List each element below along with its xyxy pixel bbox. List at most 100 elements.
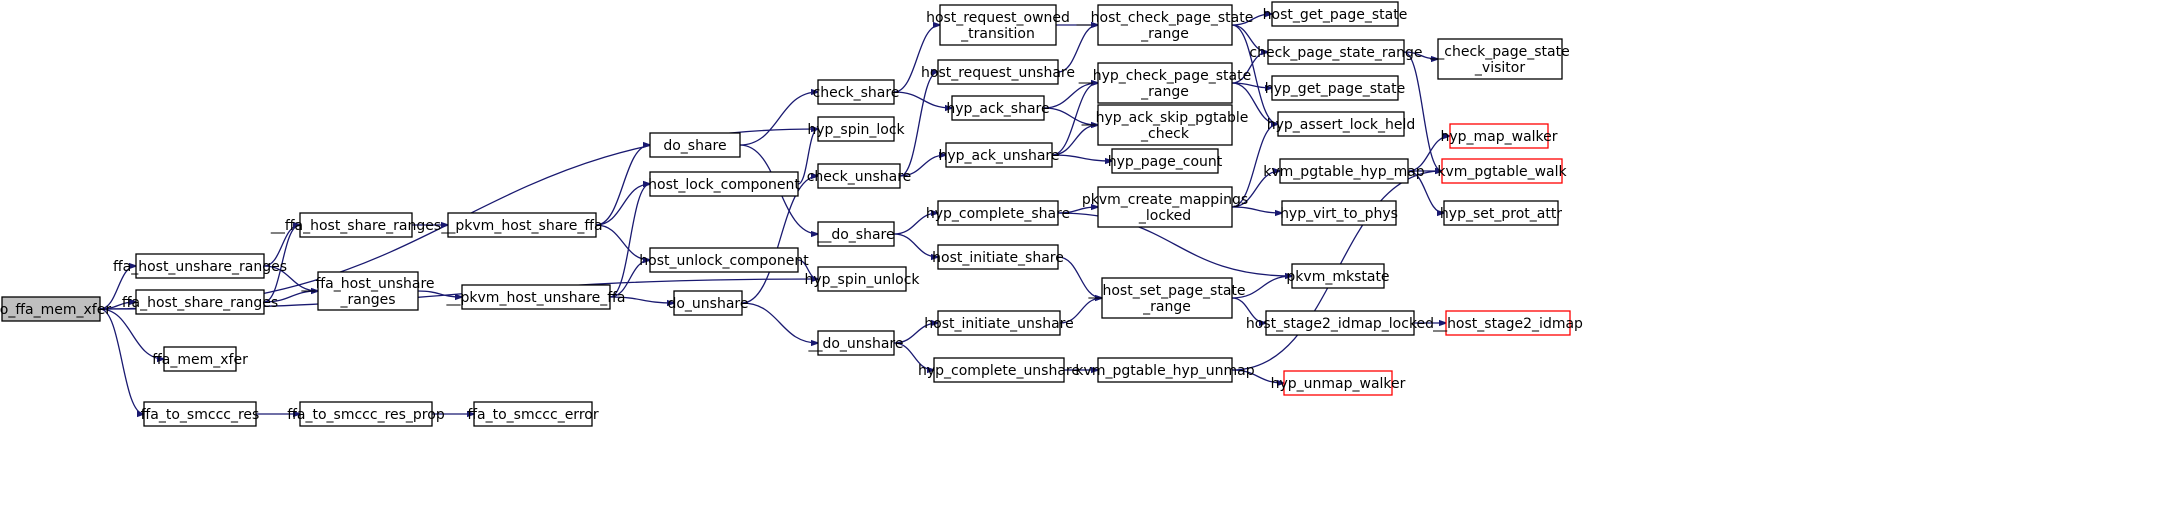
node-pkvm-host-unshare-ffa[interactable]: __pkvm_host_unshare_ffa — [446, 284, 626, 310]
edge-kvm-pgtable-hyp-map-to-hyp-map-walker — [1407, 136, 1450, 172]
node-hyp-virt-to-phys[interactable]: hyp_virt_to_phys — [1280, 200, 1398, 226]
node-do-unshare[interactable]: __do_unshare — [807, 330, 904, 356]
edge-kvm-pgtable-hyp-unmap-to-hyp-unmap-walker — [1231, 369, 1284, 383]
node-hyp-ack-share[interactable]: hyp_ack_share — [946, 95, 1050, 121]
node-ffa-mem-xfer[interactable]: ffa_mem_xfer — [152, 346, 248, 372]
node-host-request-owned-transition[interactable]: host_request_owned_transition — [926, 4, 1070, 46]
node-box — [817, 266, 907, 292]
edge-check-unshare-to-host-request-unshare — [899, 72, 938, 177]
node-box — [299, 401, 433, 427]
node-check-share[interactable]: check_share — [813, 79, 900, 105]
edge-host-set-page-state-range-to-host-stage2-idmap-locked — [1231, 297, 1266, 323]
node-kvm-pgtable-hyp-unmap[interactable]: kvm_pgtable_hyp_unmap — [1075, 357, 1255, 383]
node-box — [317, 271, 419, 311]
node-host-request-unshare[interactable]: host_request_unshare — [921, 59, 1075, 85]
node-check-page-state-range[interactable]: check_page_state_range — [1249, 39, 1423, 65]
node-hyp-ack-unshare[interactable]: hyp_ack_unshare — [939, 142, 1060, 168]
node-host-get-page-state[interactable]: host_get_page_state — [1263, 1, 1408, 27]
node-hyp-map-walker[interactable]: hyp_map_walker — [1440, 123, 1558, 149]
node-label: hyp_ack_unshare — [939, 148, 1060, 164]
edge-ffa-host-share-ranges-to-ffa-host-unshare-ranges — [263, 291, 318, 303]
node-label: ffa_to_smccc_error — [467, 407, 598, 423]
node-label: check_share — [813, 85, 900, 101]
node-host-stage2-idmap-locked[interactable]: host_stage2_idmap_locked — [1246, 310, 1434, 336]
node-hyp-complete-unshare[interactable]: hyp_complete_unshare — [918, 357, 1080, 383]
edge-pkvm-host-share-ffa-to-host-lock-component — [595, 184, 650, 226]
edge-check-share-to-hyp-ack-share — [893, 91, 952, 108]
edge-hyp-ack-unshare-to-hyp-check-page-state-range — [1051, 83, 1098, 156]
edge-do-ffa-mem-xfer-to-ffa-host-unshare-ranges — [99, 266, 136, 310]
node-host-set-page-state-range[interactable]: __host_set_page_state_range — [1087, 277, 1246, 319]
node-hyp-check-page-state-range[interactable]: __hyp_check_page_state_range — [1078, 62, 1251, 104]
node-box — [135, 289, 265, 315]
edge-pkvm-host-unshare-ffa-to-host-unlock-component — [609, 260, 650, 298]
edge-host-initiate-unshare-to-host-set-page-state-range — [1059, 298, 1102, 324]
node-hyp-unmap-walker[interactable]: hyp_unmap_walker — [1271, 370, 1406, 396]
node-ffa-host-unshare-ranges[interactable]: __ffa_host_unshare_ranges — [301, 271, 435, 311]
node-host-unlock-component[interactable]: host_unlock_component — [639, 247, 809, 273]
node-hyp-spin-lock[interactable]: hyp_spin_lock — [807, 116, 906, 142]
node-label: _visitor — [1474, 60, 1525, 76]
node-hyp-get-page-state[interactable]: hyp_get_page_state — [1265, 75, 1405, 101]
node-box — [933, 357, 1065, 383]
node-hyp-set-prot-attr[interactable]: hyp_set_prot_attr — [1440, 200, 1562, 226]
node-host-check-page-state-range[interactable]: __host_check_page_state_range — [1076, 4, 1254, 46]
node-label: pkvm_create_mappings — [1082, 192, 1248, 208]
node-do-ffa-mem-xfer[interactable]: do_ffa_mem_xfer — [0, 296, 111, 322]
node-check-page-state-visitor[interactable]: __check_page_state_visitor — [1429, 38, 1570, 80]
node-pkvm-mkstate[interactable]: pkvm_mkstate — [1286, 263, 1390, 289]
node-label: _transition — [960, 26, 1035, 42]
node-box — [937, 200, 1059, 226]
node-kvm-pgtable-walk[interactable]: kvm_pgtable_walk — [1437, 158, 1568, 184]
edge-pkvm-create-mappings-locked-to-kvm-pgtable-hyp-map — [1231, 171, 1280, 208]
node-kvm-pgtable-hyp-map[interactable]: kvm_pgtable_hyp_map — [1263, 158, 1425, 184]
node-ffa-host-share-ranges[interactable]: ffa_host_share_ranges — [122, 289, 278, 315]
node-label: do_share — [663, 138, 726, 154]
node-ffa-host-share-ranges[interactable]: __ffa_host_share_ranges — [270, 212, 441, 238]
node-box — [1443, 200, 1559, 226]
node-pkvm-create-mappings-locked[interactable]: pkvm_create_mappings_locked — [1082, 186, 1248, 228]
node-host-initiate-unshare[interactable]: host_initiate_unshare — [924, 310, 1074, 336]
node-hyp-assert-lock-held[interactable]: hyp_assert_lock_held — [1267, 111, 1416, 137]
node-do-share[interactable]: __do_share — [816, 221, 895, 247]
node-hyp-spin-unlock[interactable]: hyp_spin_unlock — [805, 266, 921, 292]
node-box — [1445, 310, 1571, 336]
edge-check-page-state-range-to-kvm-pgtable-walk — [1403, 51, 1442, 171]
node-box — [951, 95, 1045, 121]
node-check-unshare[interactable]: check_unshare — [807, 163, 912, 189]
edge-check-share-to-host-request-owned-transition — [893, 25, 940, 93]
node-ffa-host-unshare-ranges[interactable]: ffa_host_unshare_ranges — [113, 253, 287, 279]
node-box — [1, 296, 101, 322]
edge-host-request-unshare-to-host-check-page-state-range — [1057, 25, 1098, 73]
node-box — [945, 142, 1053, 168]
edge-pkvm-host-unshare-ffa-to-do-unshare — [609, 296, 674, 303]
edge-host-check-page-state-range-to-host-get-page-state — [1231, 14, 1272, 26]
node-label: __do_unshare — [807, 336, 903, 352]
node-ffa-to-smccc-res-prop[interactable]: ffa_to_smccc_res_prop — [287, 401, 445, 427]
edge-kvm-pgtable-hyp-map-to-hyp-set-prot-attr — [1407, 170, 1444, 213]
node-box — [1271, 75, 1399, 101]
node-hyp-complete-share[interactable]: hyp_complete_share — [926, 200, 1070, 226]
node-host-initiate-share[interactable]: host_initiate_share — [932, 244, 1064, 270]
node-hyp-page-count[interactable]: hyp_page_count — [1108, 148, 1223, 174]
node-label: hyp_complete_share — [926, 206, 1070, 222]
node-box — [817, 221, 895, 247]
edge-pkvm-host-share-ffa-to-do-share — [595, 145, 650, 226]
node-hyp-ack-skip-pgtable-check[interactable]: __hyp_ack_skip_pgtable_check — [1081, 104, 1249, 146]
node-box — [1267, 39, 1405, 65]
node-label: host_lock_component — [648, 177, 800, 193]
node-label: host_request_owned — [926, 10, 1070, 26]
node-ffa-to-smccc-res[interactable]: ffa_to_smccc_res — [141, 401, 260, 427]
node-do-unshare[interactable]: do_unshare — [667, 290, 749, 316]
node-box — [461, 284, 611, 310]
node-ffa-to-smccc-error[interactable]: ffa_to_smccc_error — [467, 401, 599, 427]
node-do-share[interactable]: do_share — [649, 132, 741, 158]
node-host-stage2-idmap[interactable]: __host_stage2_idmap — [1432, 310, 1583, 336]
node-label: pkvm_mkstate — [1286, 269, 1389, 285]
node-box — [1097, 62, 1233, 104]
node-label: hyp_get_page_state — [1265, 81, 1405, 97]
node-pkvm-host-share-ffa[interactable]: __pkvm_host_share_ffa — [440, 212, 603, 238]
node-host-lock-component[interactable]: host_lock_component — [648, 171, 800, 197]
node-label: host_request_unshare — [921, 65, 1075, 81]
node-box — [1097, 186, 1233, 228]
